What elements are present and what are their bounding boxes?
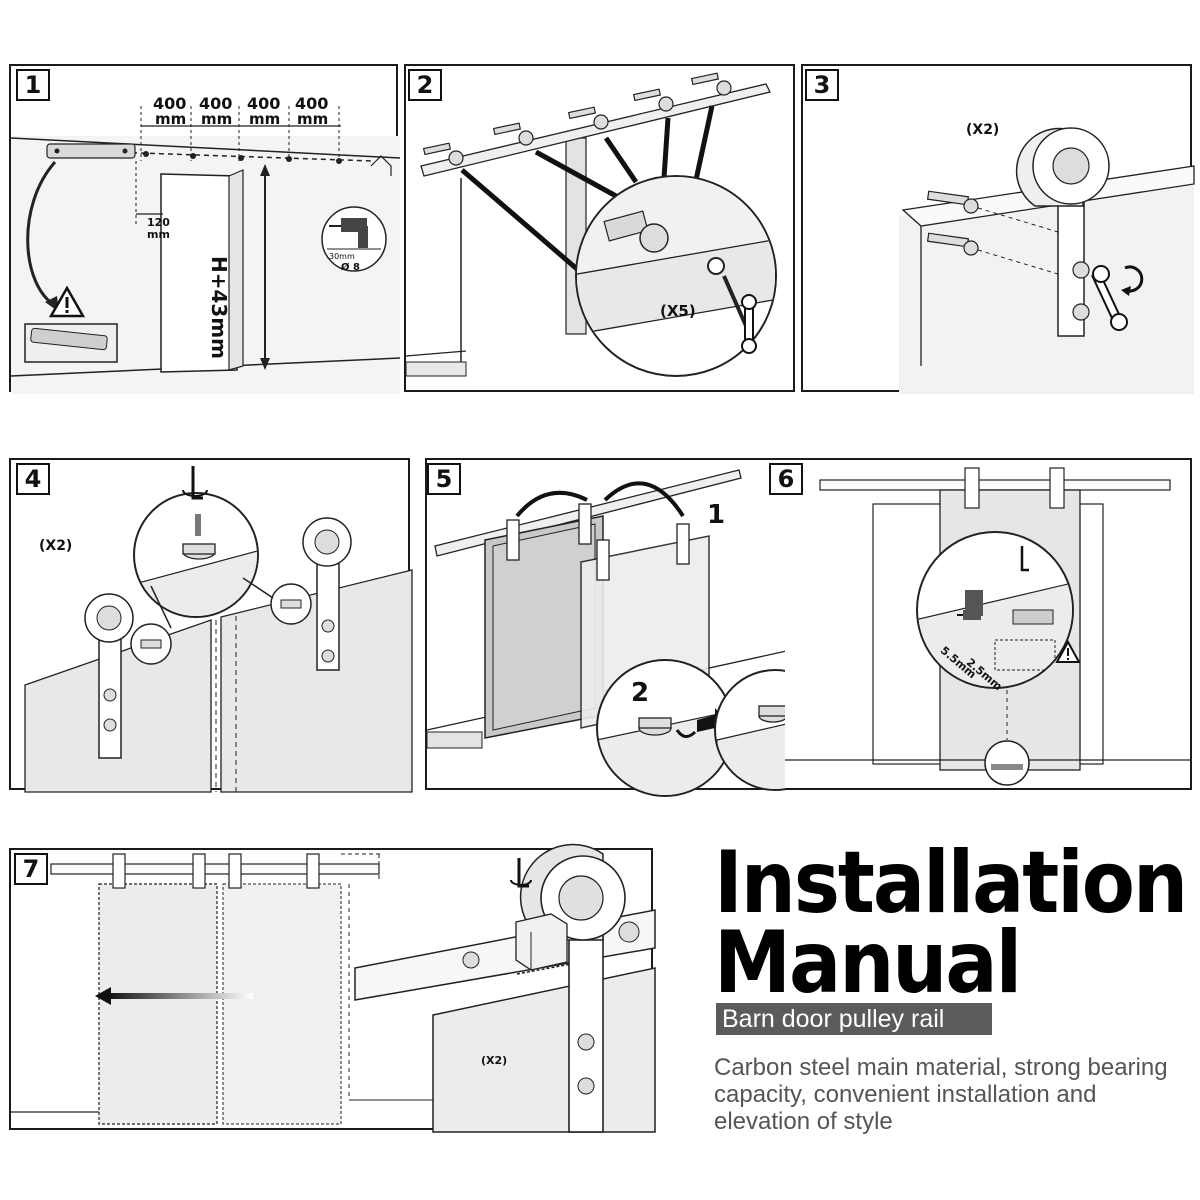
step-3-panel: 3 (X2) xyxy=(801,64,1195,394)
offset-label: 120 xyxy=(147,216,170,229)
hex-key-icon xyxy=(182,466,208,500)
step-number-badge: 6 xyxy=(769,463,803,495)
step-1-panel: 1 400 400 400 400 mm mm mm mm 120 mm H+4… xyxy=(9,64,401,394)
dimension-label-3: 400 xyxy=(247,94,281,113)
step-number-badge: 2 xyxy=(408,69,442,101)
dimension-label-1: 400 xyxy=(153,94,187,113)
step-5-panel: 5 1 2 xyxy=(425,458,836,797)
step-number-badge: 3 xyxy=(805,69,839,101)
step-4-illustration xyxy=(24,492,413,793)
dimension-unit-4: mm xyxy=(297,110,329,128)
arrow-left-icon xyxy=(95,987,253,1005)
manual-title-line-1: Installation xyxy=(714,833,1188,933)
dimension-label-4: 400 xyxy=(295,94,329,113)
drill-depth-label: 30mm xyxy=(329,252,355,261)
product-description: Carbon steel main material, strong beari… xyxy=(714,1054,1168,1135)
step-2-illustration xyxy=(405,72,777,377)
hex-key-icon xyxy=(510,858,532,888)
step-7-illustration xyxy=(11,843,656,1133)
product-subtitle: Barn door pulley rail xyxy=(716,1003,992,1035)
drill-icon xyxy=(341,216,371,236)
quantity-label: (X2) xyxy=(966,122,1000,138)
step-3-illustration xyxy=(899,127,1195,394)
height-label: H+43mm xyxy=(207,256,231,360)
warning-icon xyxy=(1055,639,1081,663)
wrench-icon xyxy=(1091,265,1128,331)
drill-bit-label: Ø 8 xyxy=(341,262,360,273)
step-number-badge: 1 xyxy=(16,69,50,101)
stage-1-label: 1 xyxy=(707,500,726,530)
quantity-label: (X5) xyxy=(660,302,696,320)
warning-icon xyxy=(48,285,86,318)
offset-unit: mm xyxy=(147,228,170,241)
step-7-panel: 7 (X2) xyxy=(9,843,656,1133)
dimension-unit-1: mm xyxy=(155,110,187,128)
step-5-illustration xyxy=(426,469,836,797)
step-number-badge: 5 xyxy=(427,463,461,495)
step-number-badge: 4 xyxy=(16,463,50,495)
step-1-illustration xyxy=(10,106,401,394)
step-2-panel: 2 (X5) xyxy=(404,64,795,392)
dimension-unit-2: mm xyxy=(201,110,233,128)
manual-title-line-2: Manual xyxy=(714,913,1022,1013)
wrench-icon xyxy=(741,294,757,354)
quantity-label: (X2) xyxy=(39,538,73,554)
quantity-label: (X2) xyxy=(481,1054,508,1067)
stage-2-label: 2 xyxy=(631,678,650,708)
rotate-arrow-icon xyxy=(1121,265,1144,296)
dimension-unit-3: mm xyxy=(249,110,281,128)
step-6-illustration xyxy=(785,467,1192,786)
drill-icon xyxy=(957,610,981,620)
step-6-panel: 6 2.5mm 5.5mm xyxy=(769,458,1192,790)
dimension-label-2: 400 xyxy=(199,94,233,113)
step-number-badge: 7 xyxy=(14,853,48,885)
hex-key-icon xyxy=(1020,546,1029,572)
step-4-panel: 4 (X2) xyxy=(9,458,413,793)
